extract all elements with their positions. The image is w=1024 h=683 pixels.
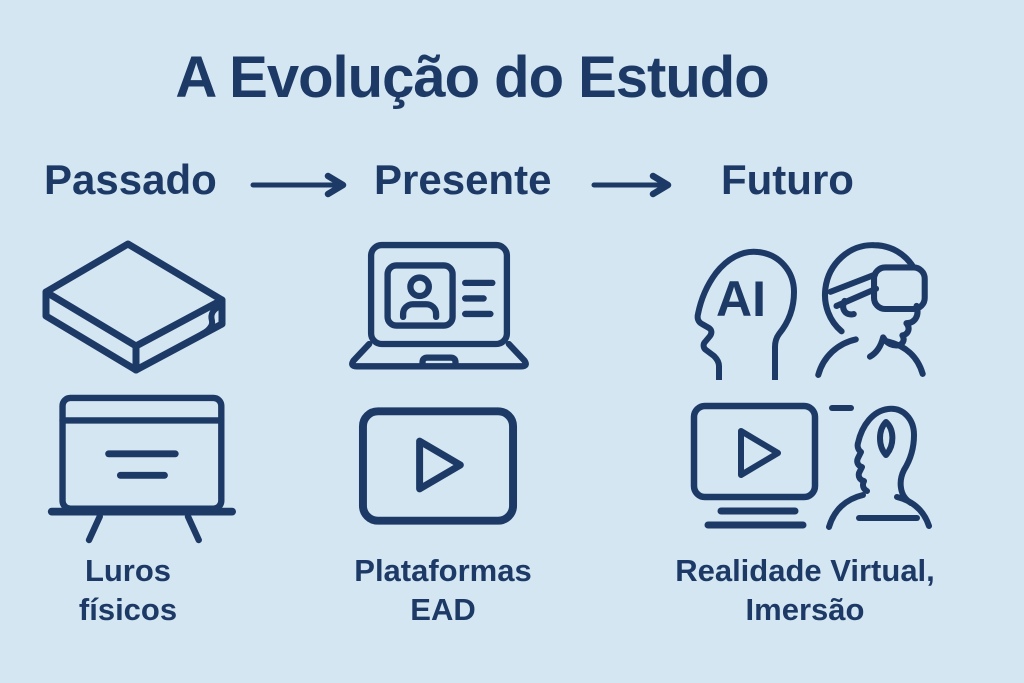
caption-passado: Luros físicos xyxy=(28,551,228,629)
stage-label-presente: Presente xyxy=(374,156,552,203)
arrow-right-icon xyxy=(590,172,682,198)
monitor-play-icon xyxy=(686,398,822,534)
caption-line: Imersão xyxy=(745,592,865,628)
caption-presente: Plataformas EAD xyxy=(333,551,553,629)
person-icon xyxy=(407,274,432,300)
caption-line: EAD xyxy=(410,592,476,628)
book-icon xyxy=(32,236,237,378)
stage-label-passado: Passado xyxy=(44,156,217,203)
caption-line: Realidade Virtual, xyxy=(675,553,935,588)
laptop-video-lesson-icon xyxy=(342,238,536,386)
caption-line: Plataformas xyxy=(354,553,532,588)
stage-label-futuro: Futuro xyxy=(721,156,854,203)
ai-head-icon: AI xyxy=(686,240,798,380)
caption-futuro: Realidade Virtual, Imersão xyxy=(645,551,965,629)
whiteboard-easel-icon xyxy=(40,392,236,544)
caption-line: físicos xyxy=(78,592,178,628)
page-title: A Evolução do Estudo xyxy=(175,45,769,110)
video-play-icon xyxy=(356,404,520,528)
caption-line: Luros xyxy=(84,553,172,588)
vr-headset-person-icon xyxy=(810,234,934,382)
ai-label: AI xyxy=(716,271,766,327)
arrow-right-icon xyxy=(249,172,357,198)
immersion-head-icon xyxy=(820,396,938,536)
